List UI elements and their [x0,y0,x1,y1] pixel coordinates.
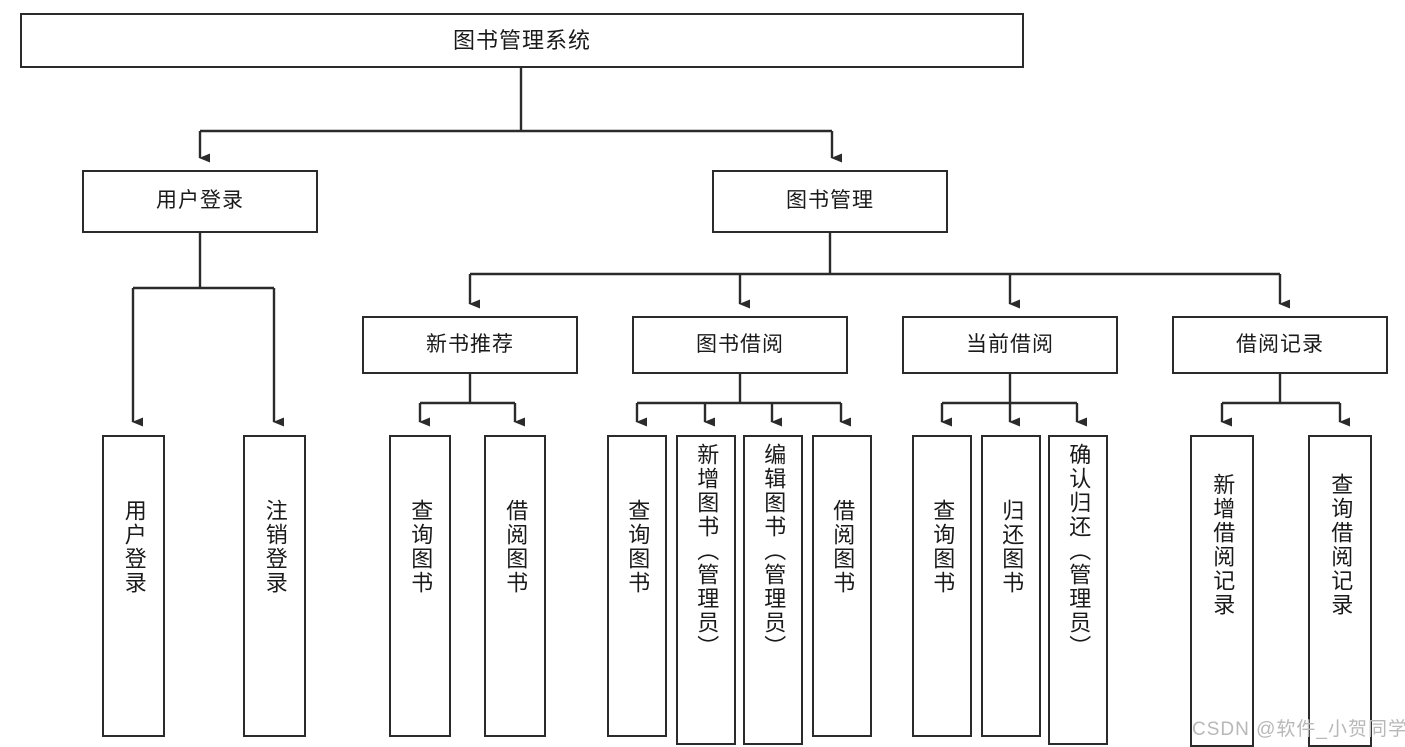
node-book-management[interactable]: 图书管理 [712,170,948,233]
node-label: 查询借阅记录 [1328,473,1354,617]
leaf-edit-book-admin[interactable]: 编辑图书（管理员） [743,435,803,745]
node-label: 借阅图书 [503,499,529,595]
leaf-borrow-book-newbook[interactable]: 借阅图书 [484,435,546,737]
node-label: 借阅记录 [1236,332,1324,356]
node-label: 确认归还（管理员） [1066,443,1092,659]
leaf-query-borrow-record[interactable]: 查询借阅记录 [1308,435,1372,747]
leaf-return-book[interactable]: 归还图书 [981,435,1041,737]
node-label: 用户登录 [121,499,147,595]
node-current-borrowing[interactable]: 当前借阅 [902,316,1118,374]
node-label: 编辑图书（管理员） [761,443,787,659]
node-label: 新增借阅记录 [1210,473,1236,617]
node-book-borrowing[interactable]: 图书借阅 [632,316,848,374]
leaf-query-book-current[interactable]: 查询图书 [912,435,972,737]
node-label: 新书推荐 [426,332,514,356]
node-label: 用户登录 [156,189,244,213]
leaf-confirm-return-admin[interactable]: 确认归还（管理员） [1048,435,1108,745]
node-label: 注销登录 [262,499,288,595]
node-borrow-record[interactable]: 借阅记录 [1172,316,1388,374]
leaf-add-borrow-record[interactable]: 新增借阅记录 [1190,435,1254,747]
node-label: 归还图书 [999,499,1025,595]
node-label: 查询图书 [625,499,651,595]
leaf-query-book-borrow[interactable]: 查询图书 [607,435,667,737]
node-label: 图书管理 [786,189,874,213]
node-label: 新增图书（管理员） [694,443,720,659]
node-root-book-management-system[interactable]: 图书管理系统 [20,13,1024,68]
node-user-login[interactable]: 用户登录 [82,170,318,233]
node-label: 图书借阅 [696,332,784,356]
leaf-borrow-book-borrow[interactable]: 借阅图书 [812,435,872,737]
csdn-watermark: CSDN @软件_小贺同学 [1192,719,1405,740]
node-label: 查询图书 [408,499,434,595]
leaf-logout[interactable]: 注销登录 [243,435,306,737]
node-label: 当前借阅 [966,332,1054,356]
node-label: 借阅图书 [830,499,856,595]
leaf-query-book-newbook[interactable]: 查询图书 [389,435,451,737]
leaf-user-login[interactable]: 用户登录 [102,435,165,737]
leaf-add-book-admin[interactable]: 新增图书（管理员） [676,435,736,745]
node-new-book-recommendation[interactable]: 新书推荐 [362,316,578,374]
node-label: 查询图书 [930,499,956,595]
node-label: 图书管理系统 [452,27,591,53]
